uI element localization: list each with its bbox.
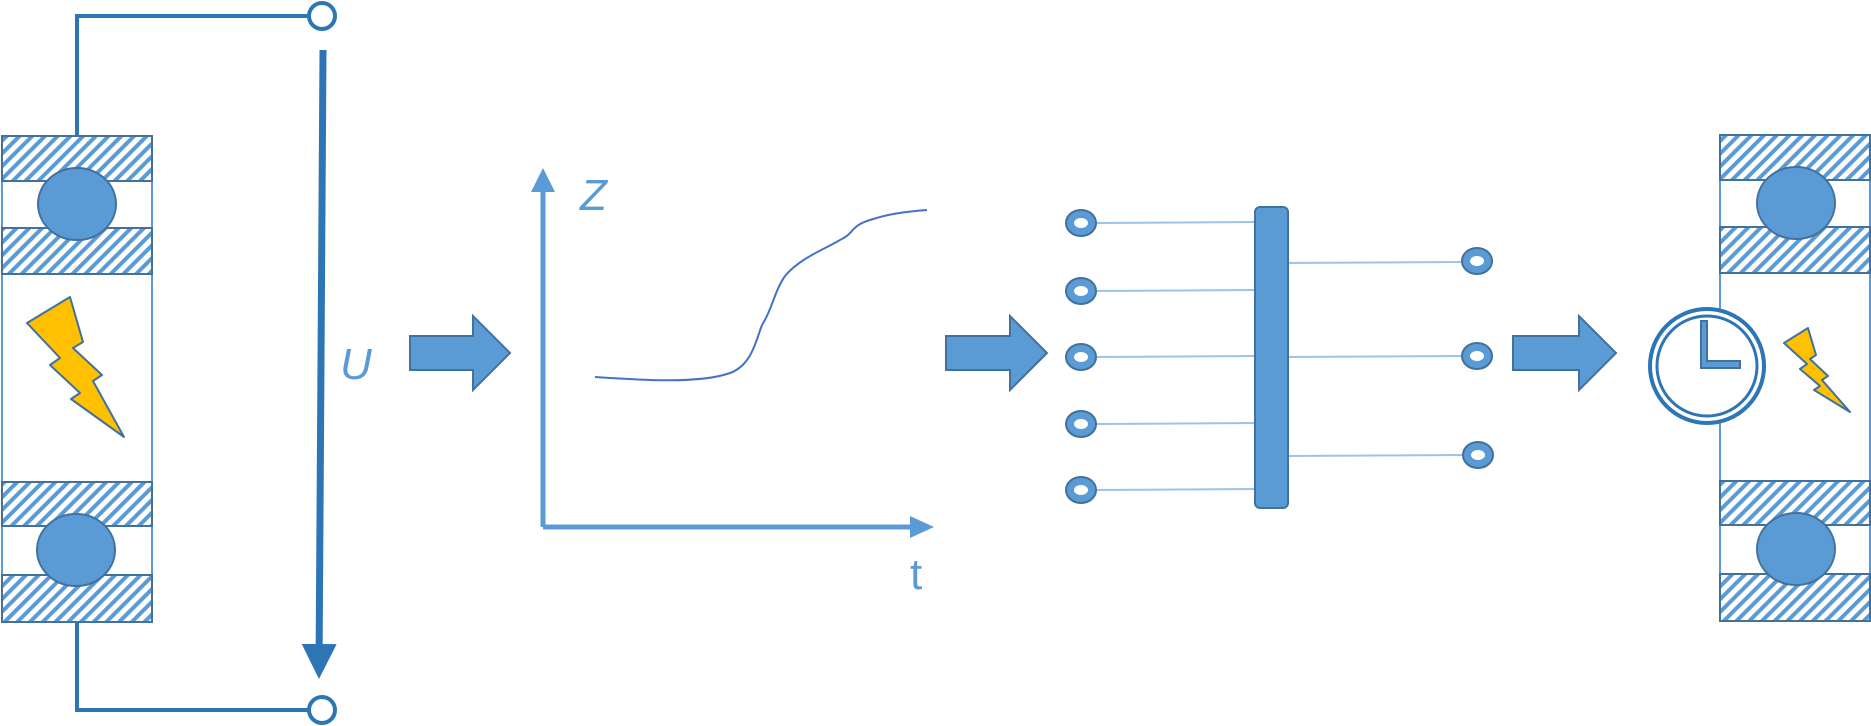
hidden-layer-bar [1254, 206, 1289, 509]
right-bearing [1648, 134, 1871, 622]
circuit-wire-top [75, 14, 309, 136]
input-node [1065, 343, 1097, 371]
y-axis-label: Z [579, 171, 609, 220]
voltage-arrow [301, 49, 337, 679]
signal-curve [594, 209, 928, 382]
circuit-wire-bottom [75, 622, 309, 712]
output-node [1461, 247, 1493, 275]
signal-plot: Z t [531, 168, 934, 599]
right-arrow-icon [945, 313, 1049, 393]
voltage-circuit: U [75, 1, 372, 725]
input-node [1065, 277, 1097, 305]
left-bearing-ball-bottom [36, 513, 116, 587]
y-axis-arrowhead [531, 168, 555, 192]
input-node [1065, 410, 1097, 438]
voltage-label: U [340, 340, 372, 389]
left-bearing [1, 135, 153, 623]
clock-icon [1648, 307, 1766, 425]
lightning-bolt-icon [26, 296, 125, 438]
right-bearing-ball-top [1756, 166, 1836, 240]
terminal-bottom [307, 695, 337, 725]
right-bearing-ball-bottom [1756, 512, 1836, 586]
right-arrow-icon [409, 313, 512, 393]
output-node [1461, 342, 1493, 370]
classifier-network [1065, 206, 1494, 509]
x-axis-label: t [910, 550, 922, 599]
output-node [1462, 441, 1494, 469]
lightning-bolt-icon [1783, 327, 1851, 413]
x-axis-arrowhead [910, 516, 934, 538]
input-node [1065, 209, 1097, 237]
input-node [1065, 476, 1097, 504]
terminal-top [307, 1, 337, 31]
right-arrow-icon [1512, 313, 1618, 393]
left-bearing-ball-top [37, 167, 117, 241]
